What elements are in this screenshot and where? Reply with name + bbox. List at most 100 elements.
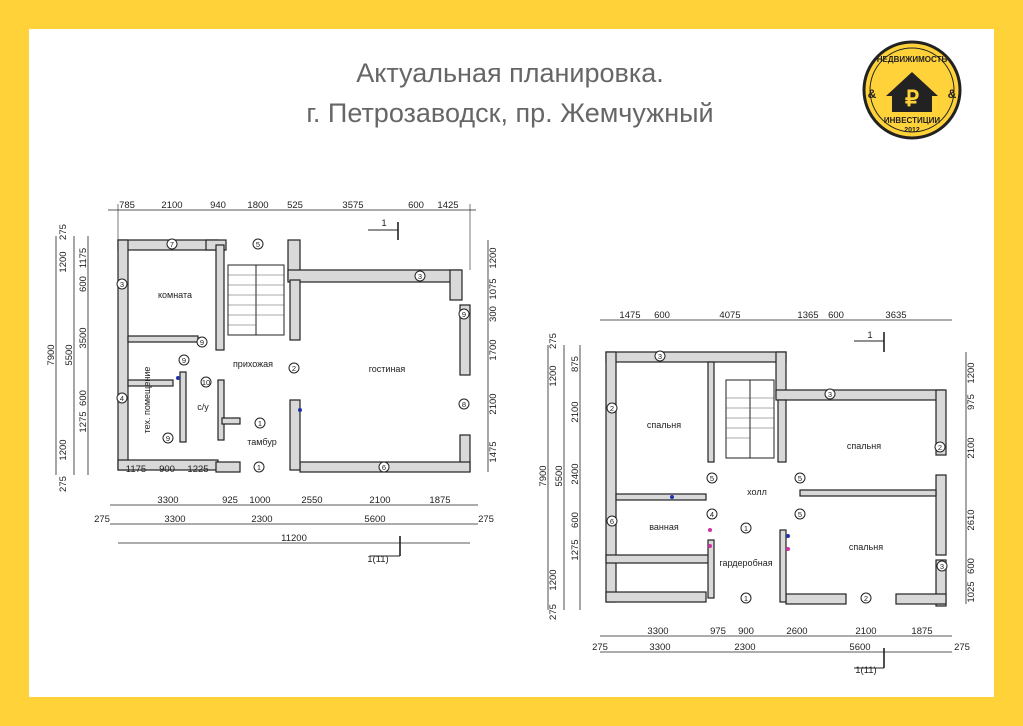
svg-text:3: 3 <box>418 272 422 281</box>
svg-text:6: 6 <box>382 463 386 472</box>
window-markers: 3 3 2 2 5 5 5 4 1 1 6 3 2 <box>606 350 948 604</box>
svg-text:1225: 1225 <box>187 464 208 475</box>
room-label: гардеробная <box>719 558 772 568</box>
bottom-dimensions: 1175 900 1225 3300 925 1000 2550 2100 18… <box>94 464 494 565</box>
svg-text:3635: 3635 <box>885 310 906 321</box>
watermark: Гopnlab <box>28 672 110 697</box>
svg-text:1200: 1200 <box>548 365 559 386</box>
room-label: спальня <box>847 441 881 451</box>
svg-text:3300: 3300 <box>164 514 185 525</box>
svg-text:1(11): 1(11) <box>367 554 388 565</box>
room-label: холл <box>747 487 767 497</box>
svg-text:1000: 1000 <box>249 495 270 506</box>
svg-text:900: 900 <box>159 464 175 475</box>
title-line-2: г. Петрозаводск, пр. Жемчужный <box>306 98 714 128</box>
svg-text:5: 5 <box>710 474 714 483</box>
svg-text:1: 1 <box>744 524 748 533</box>
svg-text:975: 975 <box>710 626 726 637</box>
svg-text:1: 1 <box>257 463 261 472</box>
svg-text:5: 5 <box>256 240 260 249</box>
svg-text:1365: 1365 <box>797 310 818 321</box>
right-dimensions: 1200 1075 300 1700 2100 1475 <box>487 240 499 472</box>
svg-text:2600: 2600 <box>786 626 807 637</box>
svg-text:2: 2 <box>864 594 868 603</box>
logo-top-text: НЕДВИЖИМОСТЬ <box>877 55 948 64</box>
svg-text:1200: 1200 <box>966 362 977 383</box>
room-label: тамбур <box>247 437 276 447</box>
svg-text:1: 1 <box>744 594 748 603</box>
svg-text:275: 275 <box>548 604 559 620</box>
svg-text:1700: 1700 <box>488 339 499 360</box>
svg-text:4075: 4075 <box>719 310 740 321</box>
svg-text:300: 300 <box>488 306 499 322</box>
left-dimensions: 7900 5500 275 1200 875 2100 2400 600 127… <box>538 333 581 620</box>
svg-text:3: 3 <box>120 280 124 289</box>
svg-text:1200: 1200 <box>58 251 69 272</box>
top-dimensions: 1475 600 4075 1365 600 3635 <box>600 310 952 321</box>
plan-ground-floor: комната прихожая гостиная тех. помещение… <box>46 200 499 565</box>
svg-text:2100: 2100 <box>369 495 390 506</box>
svg-text:525: 525 <box>287 200 303 211</box>
svg-text:925: 925 <box>222 495 238 506</box>
room-label: тех. помещение <box>142 367 152 434</box>
svg-text:2100: 2100 <box>161 200 182 211</box>
svg-text:9: 9 <box>166 434 170 443</box>
svg-text:3: 3 <box>658 352 662 361</box>
svg-text:3: 3 <box>828 390 832 399</box>
svg-text:275: 275 <box>94 514 110 525</box>
svg-text:5600: 5600 <box>364 514 385 525</box>
svg-text:275: 275 <box>478 514 494 525</box>
svg-text:1075: 1075 <box>488 278 499 299</box>
svg-text:5500: 5500 <box>554 465 565 486</box>
svg-text:4: 4 <box>120 394 124 403</box>
staircase <box>227 264 285 336</box>
svg-text:4: 4 <box>710 510 714 519</box>
svg-text:600: 600 <box>408 200 424 211</box>
svg-text:5600: 5600 <box>849 642 870 653</box>
svg-text:3575: 3575 <box>342 200 363 211</box>
svg-text:5: 5 <box>798 510 802 519</box>
svg-text:1: 1 <box>867 330 872 341</box>
room-label: ванная <box>649 522 679 532</box>
svg-text:275: 275 <box>548 333 559 349</box>
left-dimensions: 7900 5500 275 1200 1175 600 3500 600 127… <box>46 224 89 492</box>
section-mark: 1 <box>368 218 399 240</box>
svg-text:1025: 1025 <box>966 581 977 602</box>
staircase <box>725 379 775 459</box>
svg-text:1200: 1200 <box>548 569 559 590</box>
svg-text:600: 600 <box>654 310 670 321</box>
svg-text:3500: 3500 <box>78 327 89 348</box>
svg-text:7900: 7900 <box>46 344 57 365</box>
svg-text:1875: 1875 <box>429 495 450 506</box>
top-dimensions: 785 2100 940 1800 525 3575 600 1425 <box>108 200 476 270</box>
svg-text:275: 275 <box>58 224 69 240</box>
svg-text:9: 9 <box>200 338 204 347</box>
window-markers: 7 5 3 3 9 9 4 9 10 2 1 1 6 9 8 <box>116 238 470 473</box>
title-line-1: Актуальная планировка. <box>356 58 664 88</box>
svg-text:1200: 1200 <box>488 247 499 268</box>
svg-text:600: 600 <box>966 558 977 574</box>
svg-text:1175: 1175 <box>78 248 89 268</box>
svg-text:10: 10 <box>202 378 210 387</box>
plan-upper-floor: спальня спальня спальня холл ванная гард… <box>538 310 977 676</box>
section-mark: 1 <box>854 330 885 352</box>
logo-bottom-text: ИНВЕСТИЦИИ <box>884 116 940 125</box>
room-label: спальня <box>849 542 883 552</box>
svg-text:9: 9 <box>462 310 466 319</box>
svg-text:2300: 2300 <box>251 514 272 525</box>
room-label: комната <box>158 290 192 300</box>
svg-text:1200: 1200 <box>58 439 69 460</box>
svg-text:2400: 2400 <box>570 463 581 484</box>
svg-text:8: 8 <box>462 400 466 409</box>
room-label: прихожая <box>233 359 273 369</box>
svg-text:900: 900 <box>738 626 754 637</box>
bottom-dimensions: 3300 975 900 2600 2100 1875 275 3300 230… <box>592 626 970 676</box>
room-label: с/у <box>197 402 209 412</box>
svg-text:2: 2 <box>292 364 296 373</box>
logo-amp-right: & <box>948 87 957 101</box>
svg-text:2: 2 <box>938 443 942 452</box>
logo-year: 2012 <box>904 127 920 134</box>
svg-text:3300: 3300 <box>647 626 668 637</box>
svg-text:275: 275 <box>58 476 69 492</box>
svg-text:1(11): 1(11) <box>855 665 876 676</box>
